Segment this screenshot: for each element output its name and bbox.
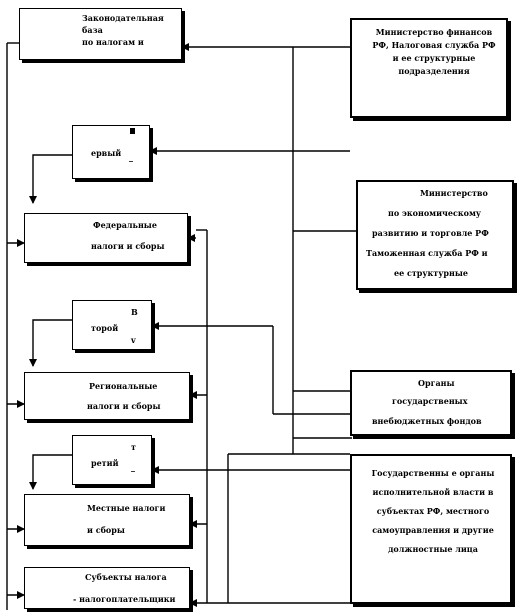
legislation-line3: по налогам и (82, 37, 144, 47)
state-bodies-box: Государственны е органы исполнительной в… (350, 454, 512, 604)
tax-subjects-line2: - налогоплательщики (73, 594, 176, 604)
third-level-word: ретий (91, 458, 119, 468)
second-level-word: торой (91, 323, 119, 333)
regional-taxes-line1: Региональные (89, 381, 158, 391)
ministry-finance-box: Министерство финансов РФ, Налоговая служ… (350, 18, 508, 118)
funds-line1: Органы (418, 378, 455, 388)
ministry-economy-line2: по экономическому (388, 208, 482, 218)
third-level-marker-top: т (131, 442, 136, 452)
first-level-word: ервый (91, 148, 122, 158)
ministry-economy-box: Министерство по экономическому развитию … (356, 180, 514, 290)
ministry-economy-line3: развитию и торговле РФ (372, 228, 489, 238)
federal-taxes-line2: налоги и сборы (91, 241, 165, 251)
ministry-economy-line1: Министерство (420, 188, 488, 198)
funds-box: Органы государственых внебюджетных фондо… (350, 370, 512, 436)
local-taxes-box: Местные налоги и сборы (24, 494, 190, 546)
legislation-box: Законодательная база по налогам и (19, 8, 182, 60)
second-level-marker-top: В (131, 307, 138, 317)
ministry-finance-text: Министерство финансов РФ, Налоговая служ… (372, 27, 496, 76)
legislation-line2: база (82, 25, 103, 35)
first-level-box: ервый _ (72, 125, 150, 179)
ministry-economy-line4: Таможенная служба РФ и (366, 248, 488, 258)
first-level-marker-bottom: _ (129, 152, 133, 162)
regional-taxes-line2: налоги и сборы (87, 401, 161, 411)
third-level-box: т ретий _ (72, 435, 152, 485)
tax-subjects-box: Субъекты налога - налогоплательщики (24, 567, 190, 609)
second-level-marker-bottom: v (131, 335, 136, 345)
tax-subjects-line1: Субъекты налога (85, 572, 167, 582)
funds-line3: внебюджетных фондов (372, 416, 482, 426)
ministry-economy-line5: ее структурные (394, 268, 468, 278)
federal-taxes-box: Федеральные налоги и сборы (24, 213, 188, 263)
funds-line2: государственых (392, 396, 468, 406)
federal-taxes-line1: Федеральные (93, 220, 157, 230)
third-level-marker-bottom: _ (131, 462, 135, 472)
regional-taxes-box: Региональные налоги и сборы (24, 372, 190, 420)
legislation-line1: Законодательная (82, 13, 164, 23)
local-taxes-line2: и сборы (87, 525, 125, 535)
local-taxes-line1: Местные налоги (87, 503, 166, 513)
second-level-box: В торой v (72, 300, 152, 350)
state-bodies-text: Государственны е органы исполнительной в… (371, 468, 495, 554)
first-level-square-icon (130, 128, 135, 134)
